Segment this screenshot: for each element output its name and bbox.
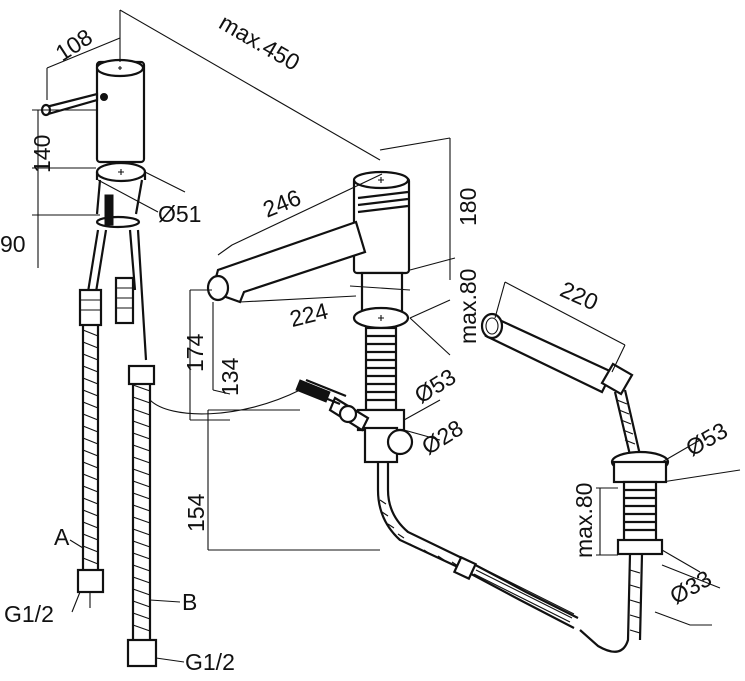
dim-d53-top: Ø53: [410, 363, 461, 408]
dim-90: 90: [0, 231, 26, 257]
dim-134: 134: [217, 357, 243, 396]
dim-max80-top: max.80: [455, 269, 481, 344]
mixer-side-view: [32, 9, 381, 668]
label-g-left: G1/2: [4, 601, 54, 627]
dim-108: 108: [51, 24, 97, 67]
hand-shower-view: [480, 281, 741, 653]
label-g-bottom: G1/2: [185, 649, 235, 675]
dim-180: 180: [455, 188, 481, 226]
dim-140: 140: [29, 135, 55, 173]
dim-d33: Ø33: [665, 565, 716, 609]
dim-d28: Ø28: [417, 415, 468, 460]
dim-154: 154: [183, 493, 209, 532]
dim-220: 220: [556, 276, 602, 315]
dim-174: 174: [182, 333, 208, 372]
connection-labels: A B G1/2 G1/2: [4, 524, 235, 675]
label-b: B: [182, 589, 197, 615]
dim-224: 224: [287, 297, 331, 332]
dim-246: 246: [259, 184, 304, 222]
dim-max450: max.450: [215, 9, 304, 76]
label-a: A: [54, 524, 70, 550]
dim-max80-right: max.80: [571, 483, 597, 558]
tap-front-view: [149, 137, 579, 629]
dim-d51: Ø51: [158, 201, 201, 227]
dim-d53-right: Ø53: [681, 417, 732, 461]
